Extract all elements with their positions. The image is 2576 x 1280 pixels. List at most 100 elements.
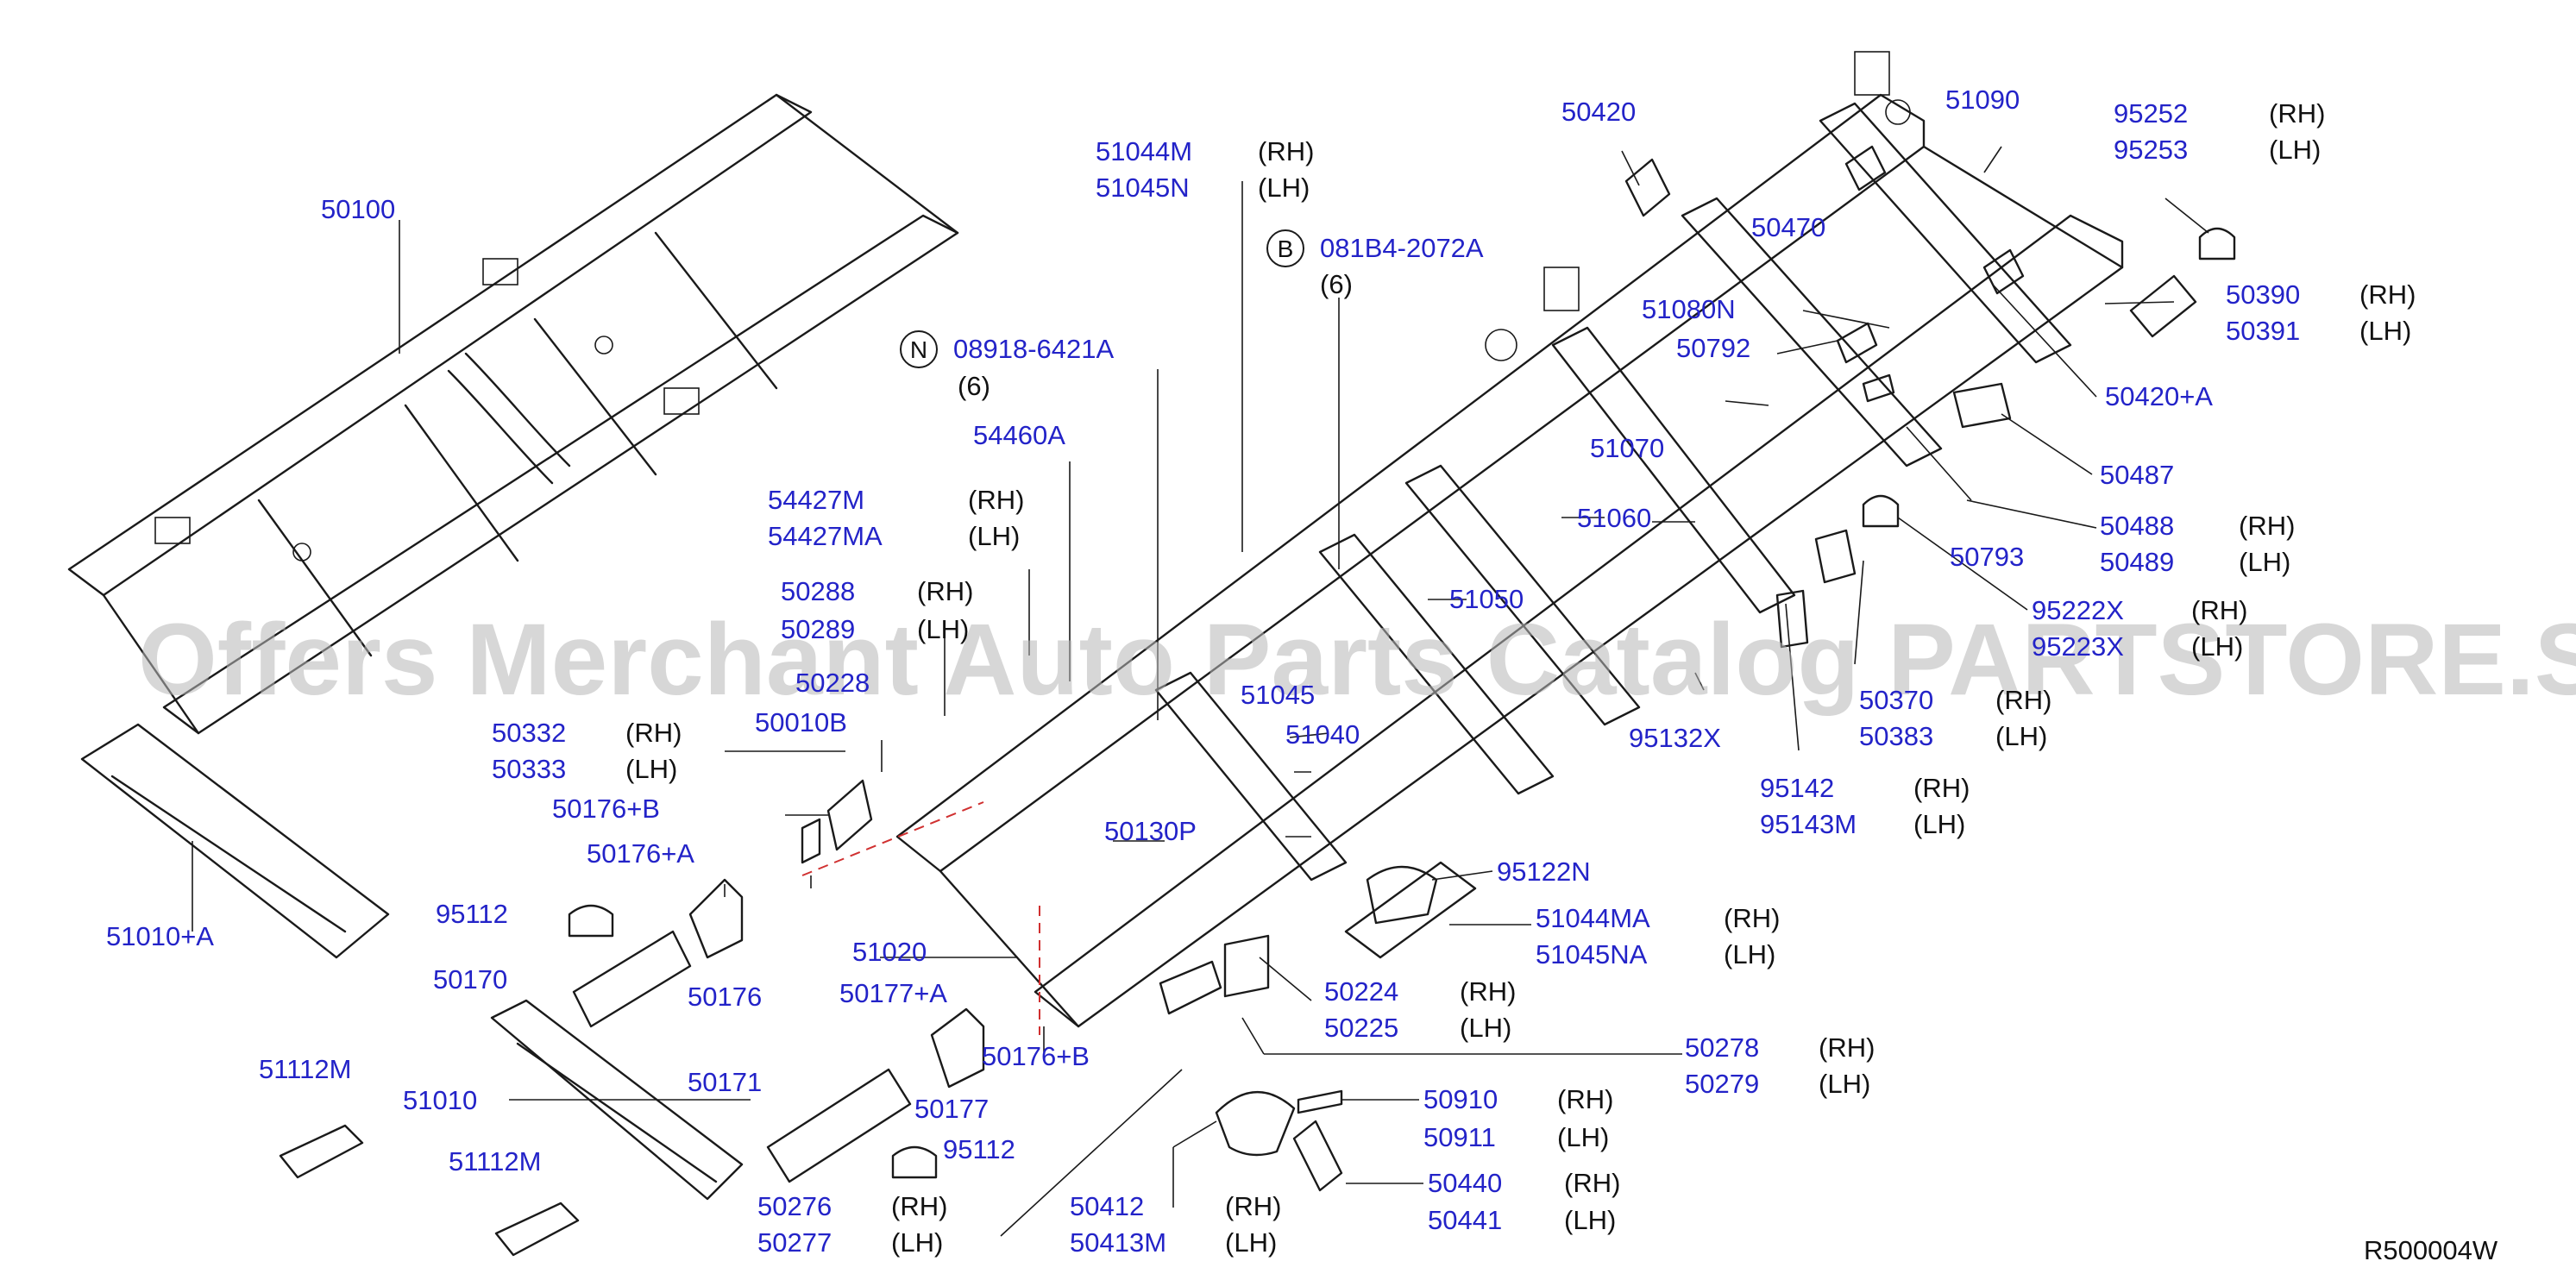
side-51045n: (LH) bbox=[1258, 173, 1310, 203]
label-95112-b[interactable]: 95112 bbox=[943, 1134, 1015, 1164]
label-50177[interactable]: 50177 bbox=[914, 1094, 989, 1124]
label-50911[interactable]: 50911 bbox=[1423, 1122, 1496, 1152]
label-50412[interactable]: 50412 bbox=[1070, 1191, 1144, 1221]
watermark: Offers Merchant Auto Parts Catalog PARTS… bbox=[138, 603, 2576, 717]
label-51060[interactable]: 51060 bbox=[1577, 503, 1651, 533]
label-51044ma[interactable]: 51044MA bbox=[1536, 903, 1650, 933]
side-50412: (RH) bbox=[1225, 1191, 1281, 1221]
label-50910[interactable]: 50910 bbox=[1423, 1084, 1498, 1114]
label-50170[interactable]: 50170 bbox=[433, 964, 507, 995]
label-50332[interactable]: 50332 bbox=[492, 718, 566, 748]
label-54427m[interactable]: 54427M bbox=[768, 485, 864, 515]
label-50413m[interactable]: 50413M bbox=[1070, 1227, 1166, 1258]
label-51040[interactable]: 51040 bbox=[1285, 719, 1360, 750]
label-50225[interactable]: 50225 bbox=[1324, 1013, 1398, 1043]
side-95252: (RH) bbox=[2269, 98, 2325, 129]
symbol-n-text: N bbox=[910, 336, 927, 363]
label-51112m-1[interactable]: 51112M bbox=[259, 1054, 351, 1084]
label-51080n[interactable]: 51080N bbox=[1642, 294, 1736, 324]
label-50176a[interactable]: 50176+A bbox=[587, 838, 694, 869]
label-50228[interactable]: 50228 bbox=[795, 668, 870, 698]
label-50440[interactable]: 50440 bbox=[1428, 1168, 1502, 1198]
label-51050[interactable]: 51050 bbox=[1449, 584, 1524, 614]
label-50289[interactable]: 50289 bbox=[781, 614, 855, 644]
side-95223x: (LH) bbox=[2191, 631, 2243, 662]
side-50413m: (LH) bbox=[1225, 1227, 1277, 1258]
label-50391[interactable]: 50391 bbox=[2226, 316, 2300, 346]
label-50278[interactable]: 50278 bbox=[1685, 1032, 1759, 1063]
side-50441: (LH) bbox=[1564, 1205, 1616, 1235]
label-50130p[interactable]: 50130P bbox=[1104, 816, 1197, 846]
label-50010b[interactable]: 50010B bbox=[755, 707, 847, 737]
part-labels: 50100 51044M (RH) 51045N (LH) 081B4-2072… bbox=[106, 85, 2498, 1265]
symbol-b-text: B bbox=[1278, 235, 1294, 262]
label-50177a[interactable]: 50177+A bbox=[839, 978, 947, 1008]
side-95142: (RH) bbox=[1913, 773, 1970, 803]
side-50488: (RH) bbox=[2239, 511, 2295, 541]
label-50489[interactable]: 50489 bbox=[2100, 547, 2174, 577]
label-95222x[interactable]: 95222X bbox=[2032, 595, 2124, 625]
label-51045[interactable]: 51045 bbox=[1241, 680, 1315, 710]
label-50441[interactable]: 50441 bbox=[1428, 1205, 1502, 1235]
label-50420a[interactable]: 50420+A bbox=[2105, 381, 2213, 411]
side-51045na: (LH) bbox=[1724, 939, 1775, 969]
side-50910: (RH) bbox=[1557, 1084, 1613, 1114]
label-51010a[interactable]: 51010+A bbox=[106, 921, 214, 951]
side-51044ma: (RH) bbox=[1724, 903, 1780, 933]
side-50370: (RH) bbox=[1995, 685, 2051, 715]
label-95143m[interactable]: 95143M bbox=[1760, 809, 1857, 839]
label-50224[interactable]: 50224 bbox=[1324, 976, 1398, 1007]
label-50470[interactable]: 50470 bbox=[1751, 212, 1825, 242]
side-50332: (RH) bbox=[625, 718, 682, 748]
side-54427m: (RH) bbox=[968, 485, 1024, 515]
label-50171[interactable]: 50171 bbox=[688, 1067, 762, 1097]
label-54427ma[interactable]: 54427MA bbox=[768, 521, 883, 551]
label-51045na[interactable]: 51045NA bbox=[1536, 939, 1648, 969]
label-51090[interactable]: 51090 bbox=[1945, 85, 2020, 115]
label-95122n[interactable]: 95122N bbox=[1497, 856, 1591, 887]
label-51070[interactable]: 51070 bbox=[1590, 433, 1664, 463]
label-95112-a[interactable]: 95112 bbox=[436, 899, 508, 929]
label-50390[interactable]: 50390 bbox=[2226, 279, 2300, 310]
label-95252[interactable]: 95252 bbox=[2114, 98, 2188, 129]
guide-lines bbox=[801, 801, 1040, 1035]
label-51112m-2[interactable]: 51112M bbox=[449, 1146, 541, 1176]
label-50793[interactable]: 50793 bbox=[1950, 542, 2024, 572]
label-50277[interactable]: 50277 bbox=[757, 1227, 832, 1258]
label-50279[interactable]: 50279 bbox=[1685, 1069, 1759, 1099]
side-50489: (LH) bbox=[2239, 547, 2290, 577]
label-50288[interactable]: 50288 bbox=[781, 576, 855, 606]
label-50176b2[interactable]: 50176+B bbox=[982, 1041, 1090, 1071]
label-50276[interactable]: 50276 bbox=[757, 1191, 832, 1221]
label-50488[interactable]: 50488 bbox=[2100, 511, 2174, 541]
label-95253[interactable]: 95253 bbox=[2114, 135, 2188, 165]
symbol-n: N bbox=[900, 330, 938, 368]
label-50100[interactable]: 50100 bbox=[321, 194, 395, 224]
qty-081b4: (6) bbox=[1320, 269, 1353, 299]
label-50792[interactable]: 50792 bbox=[1676, 333, 1750, 363]
label-95132x[interactable]: 95132X bbox=[1629, 723, 1721, 753]
label-51044m[interactable]: 51044M bbox=[1096, 136, 1192, 166]
label-50420[interactable]: 50420 bbox=[1561, 97, 1636, 127]
label-95223x[interactable]: 95223X bbox=[2032, 631, 2124, 662]
label-50176b[interactable]: 50176+B bbox=[552, 794, 660, 824]
side-50276: (RH) bbox=[891, 1191, 947, 1221]
side-50289: (LH) bbox=[917, 614, 969, 644]
label-51010[interactable]: 51010 bbox=[403, 1085, 477, 1115]
symbol-b: B bbox=[1266, 229, 1304, 267]
label-50370[interactable]: 50370 bbox=[1859, 685, 1933, 715]
side-50383: (LH) bbox=[1995, 721, 2047, 751]
label-51045n[interactable]: 51045N bbox=[1096, 173, 1190, 203]
label-50333[interactable]: 50333 bbox=[492, 754, 566, 784]
label-08918[interactable]: 08918-6421A bbox=[953, 334, 1114, 364]
label-51020[interactable]: 51020 bbox=[852, 937, 927, 967]
label-50176[interactable]: 50176 bbox=[688, 982, 762, 1012]
label-50487[interactable]: 50487 bbox=[2100, 460, 2174, 490]
side-50277: (LH) bbox=[891, 1227, 943, 1258]
label-081b4[interactable]: 081B4-2072A bbox=[1320, 233, 1484, 263]
label-54460a[interactable]: 54460A bbox=[973, 420, 1065, 450]
label-95142[interactable]: 95142 bbox=[1760, 773, 1834, 803]
label-50383[interactable]: 50383 bbox=[1859, 721, 1933, 751]
side-50288: (RH) bbox=[917, 576, 973, 606]
